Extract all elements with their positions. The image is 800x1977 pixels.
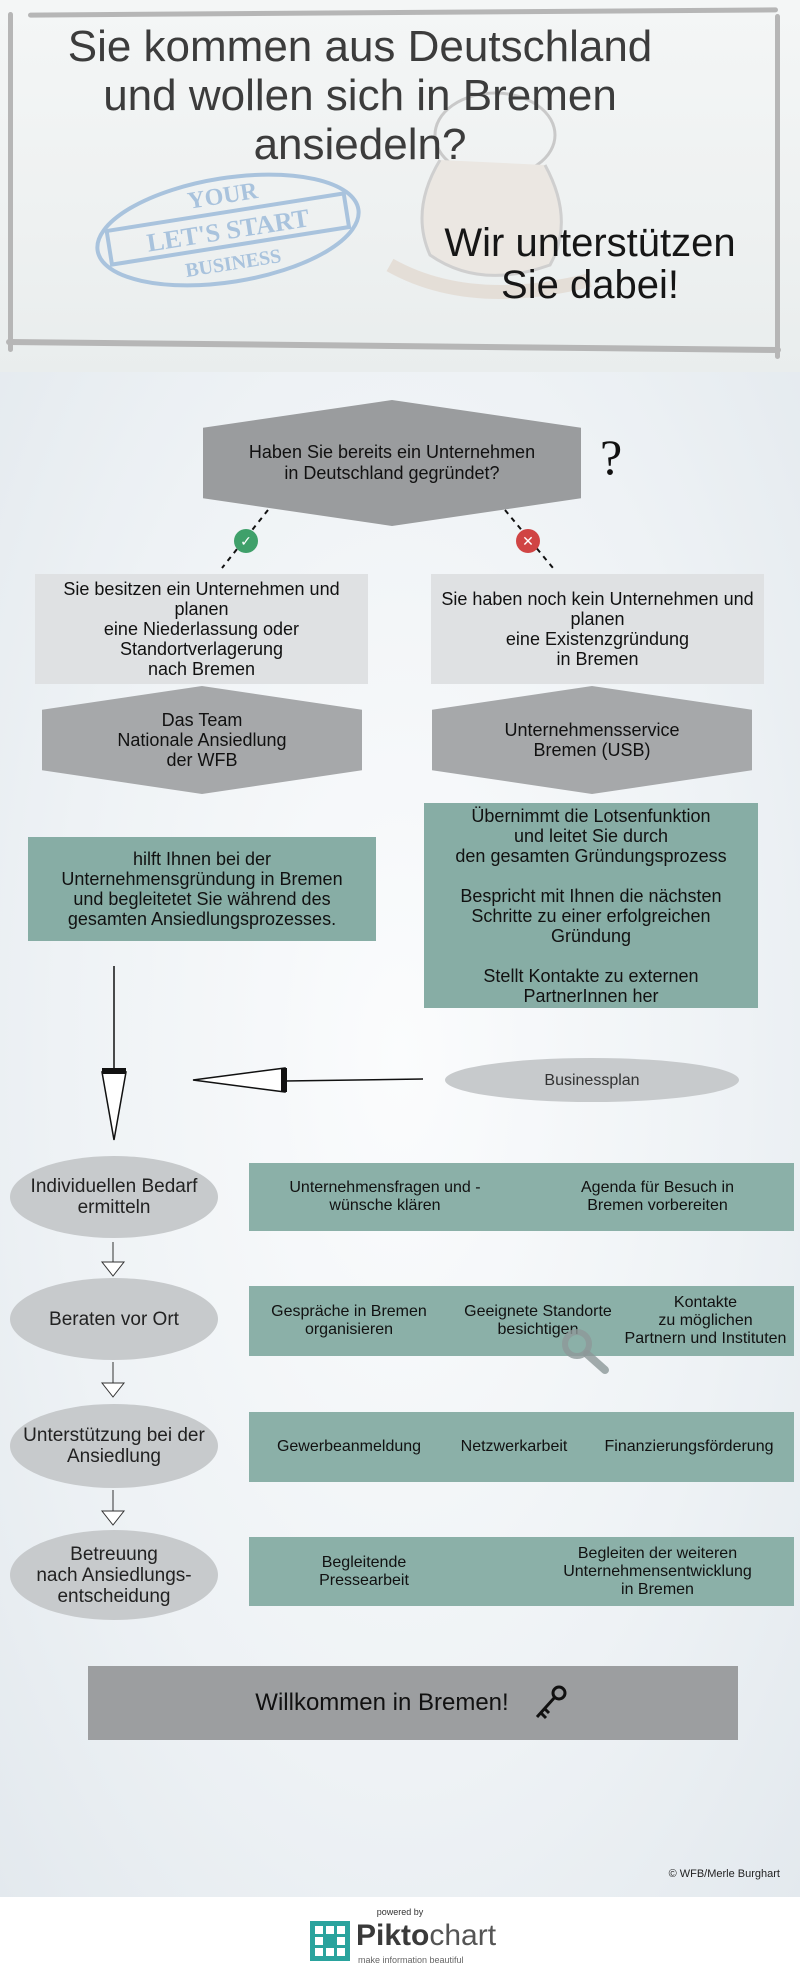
copyright-credit: © WFB/Merle Burghart (668, 1868, 780, 1880)
brand-part-a: Pikto (356, 1919, 430, 1952)
key-icon (535, 1685, 567, 1720)
check-icon: ✓ (234, 529, 258, 553)
step-item: Kontakte zu möglichen Partnern und Insti… (624, 1294, 787, 1347)
usb-service-hexagon: Unternehmensservice Bremen (USB) (432, 686, 752, 794)
cross-icon: ✕ (516, 529, 540, 553)
page-subtitle: Wir unterstützen Sie dabei! (444, 221, 736, 307)
piktochart-footer: powered by Piktochart make information b… (0, 1897, 800, 1977)
page-title: Sie kommen aus Deutschland und wollen si… (67, 22, 653, 169)
wfb-help-box: hilft Ihnen bei der Unternehmensgründung… (28, 837, 376, 941)
welcome-banner: Willkommen in Bremen! (88, 1666, 738, 1740)
lets-start-business-stamp: YOUR LET'S START BUSINESS (95, 172, 361, 288)
header-banner: YOUR LET'S START BUSINESS Sie kommen aus… (0, 0, 800, 372)
branch-yes-description: Sie besitzen ein Unternehmen und planen … (35, 574, 368, 684)
wfb-team-hexagon: Das Team Nationale Ansiedlung der WFB (42, 686, 362, 794)
step-row-betreuung: Begleitende Pressearbeit Begleiten der w… (249, 1537, 794, 1606)
piktochart-brand[interactable]: Piktochart (356, 1919, 496, 1953)
step-oval-bedarf: Individuellen Bedarf ermitteln (10, 1156, 218, 1238)
step-row-beraten: Gespräche in Bremen organisieren Geeigne… (249, 1286, 794, 1374)
step-oval-betreuung: Betreuung nach Ansiedlungs- entscheidung (10, 1530, 218, 1620)
sketch-border-right (775, 14, 780, 359)
piktochart-logo-icon[interactable] (310, 1921, 350, 1961)
step-item: Finanzierungsförderung (604, 1438, 774, 1455)
brand-part-b: chart (429, 1919, 497, 1952)
branch-no-description: Sie haben noch kein Unternehmen und plan… (431, 574, 764, 684)
usb-help-box: Übernimmt die Lotsenfunktion und leitet … (424, 803, 758, 1008)
businessplan-oval: Businessplan (445, 1058, 739, 1102)
piktochart-tagline: make information beautiful (358, 1955, 464, 1965)
hand-stamp-illustration (386, 91, 592, 299)
step-oval-unterstuetzung: Unterstützung bei der Ansiedlung (10, 1404, 218, 1488)
step-item: Unternehmensfragen und - wünsche klären (289, 1179, 481, 1214)
step-oval-beraten: Beraten vor Ort (10, 1278, 218, 1360)
step-item: Begleitende Pressearbeit (319, 1553, 409, 1589)
step-item: Agenda für Besuch in Bremen vorbereiten (581, 1179, 734, 1214)
question-hexagon: Haben Sie bereits ein Unternehmen in Deu… (203, 400, 581, 526)
powered-by-text: powered by (376, 1907, 424, 1917)
step-item: Begleiten der weiteren Unternehmensentwi… (563, 1544, 752, 1598)
step-row-bedarf: Unternehmensfragen und - wünsche klären … (249, 1163, 794, 1231)
step-item: Gewerbeanmeldung (276, 1438, 422, 1455)
sketch-border-left (8, 12, 13, 352)
question-mark-icon: ? (600, 429, 623, 485)
step-item: Geeignete Standorte besichtigen (464, 1303, 612, 1338)
step-row-unterstuetzung: Gewerbeanmeldung Netzwerkarbeit Finanzie… (249, 1412, 794, 1482)
step-item: Netzwerkarbeit (460, 1438, 568, 1455)
welcome-text: Willkommen in Bremen! (255, 1689, 509, 1716)
magnifier-icon (562, 1329, 609, 1374)
step-item: Gespräche in Bremen organisieren (271, 1303, 427, 1338)
